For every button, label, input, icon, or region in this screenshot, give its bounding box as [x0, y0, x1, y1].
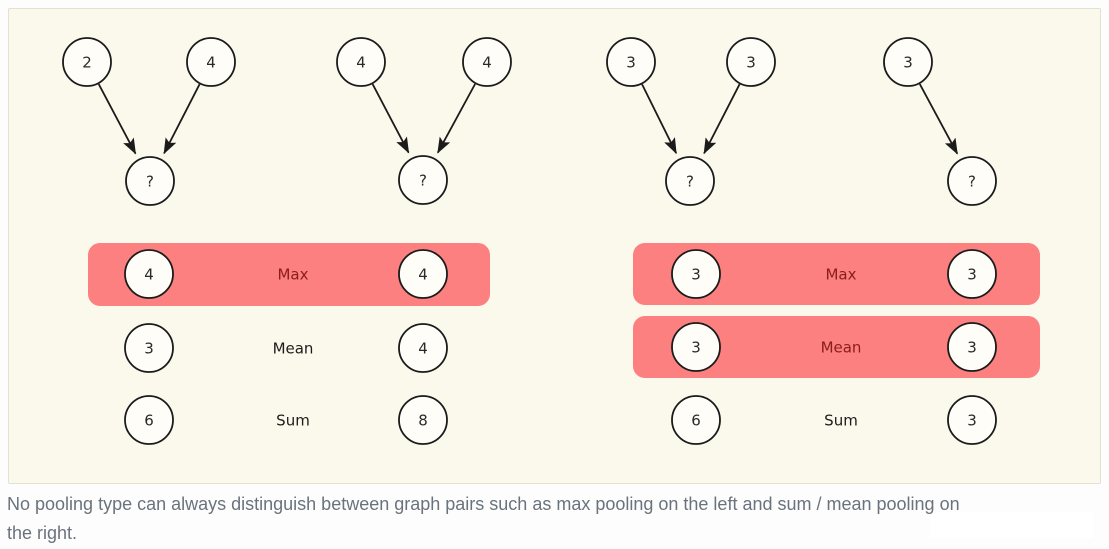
node-circle — [462, 37, 512, 87]
caption-line-1: No pooling type can always distinguish b… — [7, 494, 960, 514]
pool-result-value: 3 — [967, 338, 977, 356]
edge-arrow — [97, 83, 137, 155]
pool-result-value: 6 — [691, 411, 701, 429]
pool-result-circle — [671, 249, 721, 299]
edge-arrow — [371, 83, 410, 154]
pool-result-value: 3 — [967, 265, 977, 283]
pool-result-value: 4 — [418, 265, 428, 283]
pooled-node-value: ? — [146, 172, 154, 190]
node-value: 3 — [746, 53, 756, 71]
pooled-node-circle — [665, 156, 715, 206]
pooling-results-right: 3 Max 3 3 Mean 3 6 Sum 3 — [633, 243, 1040, 445]
graph-1: 2 4 ? — [62, 37, 236, 206]
pool-row-label: Mean — [273, 339, 314, 357]
node-circle — [726, 37, 776, 87]
pool-result-circle — [671, 395, 721, 445]
mean-highlight-pill — [633, 316, 1040, 378]
node-value: 3 — [903, 53, 913, 71]
node-circle — [606, 37, 656, 87]
edge-arrow — [703, 83, 741, 155]
graph-4: 3 ? — [883, 37, 997, 206]
node-value: 4 — [482, 53, 492, 71]
node-value: 3 — [626, 53, 636, 71]
pool-result-value: 4 — [418, 339, 428, 357]
pooled-node-value: ? — [968, 172, 976, 190]
pool-result-value: 6 — [144, 411, 154, 429]
figure-caption: No pooling type can always distinguish b… — [7, 490, 1102, 548]
max-highlight-pill — [88, 243, 490, 306]
node-value: 4 — [206, 53, 216, 71]
max-highlight-pill — [633, 243, 1040, 305]
graph-3: 3 3 ? — [606, 37, 776, 206]
pool-row-label: Max — [825, 265, 856, 283]
node-circle — [883, 37, 933, 87]
pool-result-circle — [671, 322, 721, 372]
pooled-node-circle — [947, 156, 997, 206]
pool-result-circle — [947, 395, 997, 445]
pool-result-value: 4 — [144, 265, 154, 283]
pool-result-value: 3 — [691, 265, 701, 283]
edge-arrow — [641, 84, 678, 155]
edge-arrow — [163, 83, 201, 155]
pool-result-value: 3 — [144, 339, 154, 357]
pool-result-circle — [124, 249, 174, 299]
edge-arrow — [437, 83, 476, 154]
pooled-node-circle — [398, 155, 448, 205]
pool-result-value: 8 — [418, 411, 428, 429]
pool-row-label: Max — [277, 265, 308, 283]
highlight-artifact — [930, 512, 1093, 538]
pooling-diagram: 2 4 ? 4 4 ? 3 3 ? — [62, 37, 1040, 445]
pool-result-value: 3 — [691, 338, 701, 356]
caption-line-2: the right. — [7, 523, 78, 543]
pooled-node-circle — [125, 156, 175, 206]
node-value: 2 — [82, 53, 92, 71]
pool-result-circle — [398, 323, 448, 373]
pool-result-circle — [947, 249, 997, 299]
pool-row-label: Sum — [276, 411, 310, 429]
pooled-node-value: ? — [686, 172, 694, 190]
pool-result-value: 3 — [967, 411, 977, 429]
pool-row-label: Sum — [824, 411, 858, 429]
edge-arrow — [919, 83, 959, 155]
pool-row-label: Mean — [821, 338, 862, 356]
node-circle — [62, 37, 112, 87]
pooled-node-value: ? — [419, 171, 427, 189]
pool-result-circle — [124, 395, 174, 445]
pooling-results-left: 4 Max 4 3 Mean 4 6 Sum 8 — [88, 243, 490, 445]
node-circle — [186, 37, 236, 87]
node-circle — [336, 37, 386, 87]
pool-result-circle — [398, 395, 448, 445]
pool-result-circle — [124, 323, 174, 373]
pool-result-circle — [947, 322, 997, 372]
pool-result-circle — [398, 249, 448, 299]
graph-2: 4 4 ? — [336, 37, 512, 205]
node-value: 4 — [356, 53, 366, 71]
